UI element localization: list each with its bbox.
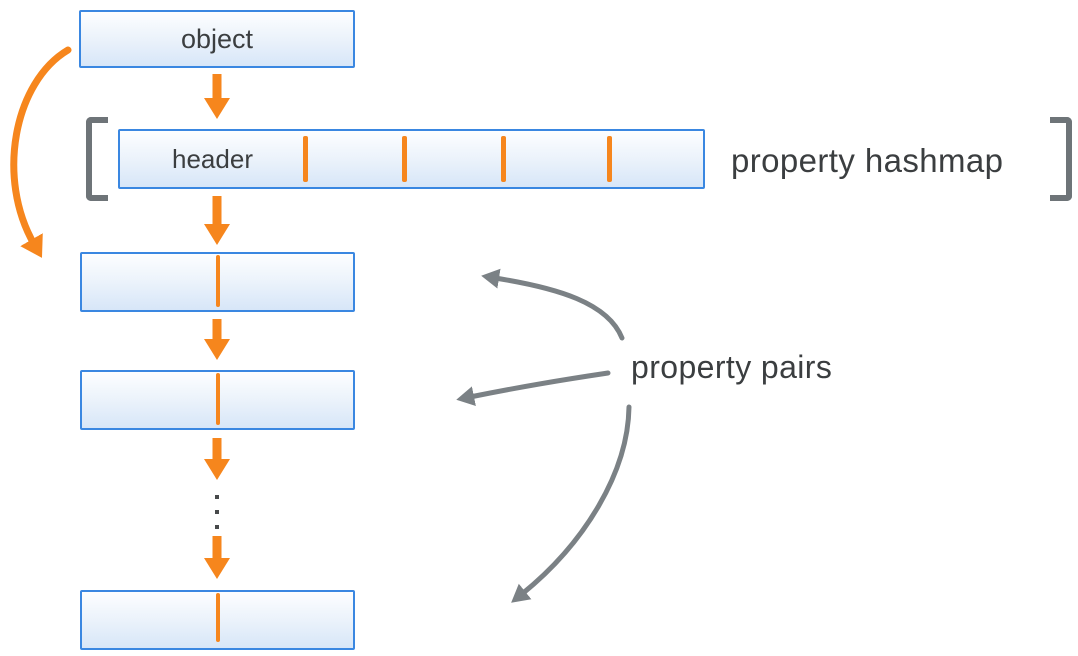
hashmap-cell-divider-icon (303, 136, 308, 182)
hashmap-header-label: header (172, 143, 253, 174)
hashmap-header-cell: header (120, 131, 305, 187)
property-pair-box-2 (80, 370, 355, 430)
pair-divider-icon (215, 255, 220, 307)
object-box: object (79, 10, 355, 68)
curved-arrow-object-to-pair-icon (10, 46, 72, 258)
property-pair-box-1 (80, 252, 355, 312)
bracket-left-icon (86, 117, 108, 201)
hashmap-cell-divider-icon (607, 136, 612, 182)
hashmap-cell-divider-icon (402, 136, 407, 182)
vertical-ellipsis-icon (215, 495, 219, 499)
gray-arrow-to-pair2-icon (456, 370, 611, 407)
vertical-ellipsis-icon (215, 525, 219, 529)
object-box-label: object (180, 23, 254, 54)
pairs-caption: property pairs (631, 349, 833, 385)
gray-arrow-to-pair3-icon (511, 404, 632, 603)
vertical-ellipsis-icon (215, 510, 219, 514)
hashmap-caption: property hashmap (731, 142, 1004, 179)
property-pair-box-3 (80, 590, 355, 650)
gray-arrow-to-pair1-icon (481, 268, 625, 341)
pair-divider-icon (215, 373, 220, 425)
hashmap-header-box: header (118, 129, 705, 189)
bracket-right-icon (1050, 117, 1072, 201)
pair-divider-icon (215, 593, 220, 642)
hashmap-cell-divider-icon (501, 136, 506, 182)
